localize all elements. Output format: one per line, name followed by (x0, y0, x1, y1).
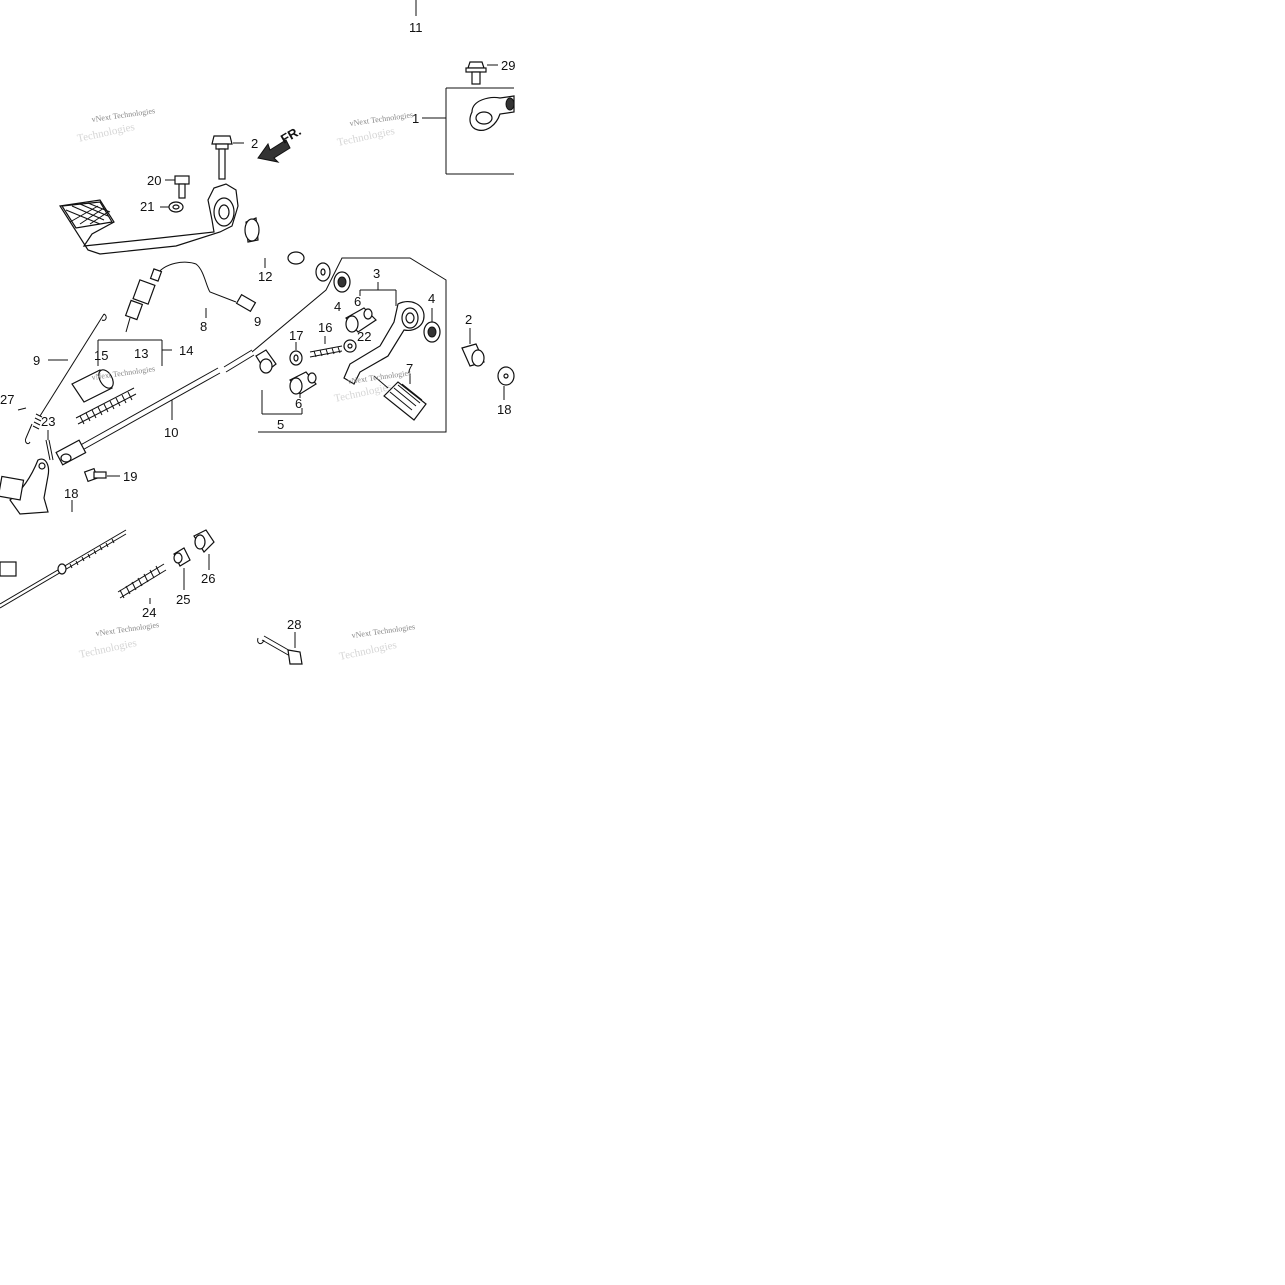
svg-text:Technologies: Technologies (76, 121, 136, 145)
callout-22: 22 (357, 329, 371, 344)
callout-25: 25 (176, 592, 190, 607)
nut-26 (193, 529, 215, 570)
watermark-6: vNext Technologies (351, 622, 416, 640)
bracket-box-14 (97, 339, 172, 366)
svg-text:Technologies: Technologies (336, 125, 396, 149)
callout-6-lower: 6 (295, 396, 302, 411)
callout-17: 17 (289, 328, 303, 343)
callout-24: 24 (142, 605, 156, 620)
callout-18-left: 18 (64, 486, 78, 501)
washer-left (315, 262, 331, 282)
rod-8 (124, 261, 257, 333)
cable-27 (0, 529, 127, 609)
watermark-2: vNext Technologies (349, 110, 414, 128)
joint-6-upper (345, 307, 377, 333)
callout-29: 29 (501, 58, 515, 73)
nut-22 (343, 339, 357, 353)
callout-1: 1 (412, 111, 419, 126)
rod-10 (17, 349, 255, 466)
callout-27: 27 (0, 392, 14, 407)
callout-28: 28 (287, 617, 301, 632)
bushing-4a (333, 271, 351, 293)
callout-23: 23 (41, 414, 55, 429)
callout-5: 5 (277, 417, 284, 432)
callout-4-left: 4 (334, 299, 341, 314)
watermark-5: vNext Technologies (95, 620, 160, 638)
callout-12: 12 (258, 269, 272, 284)
joint-6-lower (289, 371, 317, 398)
callout-7: 7 (406, 361, 413, 376)
callout-16: 16 (318, 320, 332, 335)
bushing-4b (423, 308, 441, 343)
bracket-box-1 (422, 87, 514, 175)
nut-17 (289, 342, 303, 366)
nut-21 (160, 201, 184, 213)
watermark-3: vNext Technologies (91, 364, 156, 382)
callout-3: 3 (373, 266, 380, 281)
callout-14: 14 (179, 343, 193, 358)
rod-end-5 (255, 349, 277, 374)
callout-labels: 11 29 1 2 20 21 12 3 4 4 6 2 22 16 17 8 … (0, 20, 515, 632)
callout-26: 26 (201, 571, 215, 586)
spring-13 (75, 387, 137, 425)
washer-18-right (497, 366, 515, 400)
part-fragment (287, 251, 305, 265)
callout-13: 13 (134, 346, 148, 361)
callout-11: 11 (409, 20, 423, 35)
callout-9-upper: 9 (254, 314, 261, 329)
collar-25 (173, 547, 191, 590)
bolt-20 (165, 175, 190, 199)
bolt-28 (257, 632, 303, 665)
callout-8: 8 (200, 319, 207, 334)
brake-arm-18 (0, 458, 73, 515)
arm-1 (469, 95, 515, 131)
callout-19: 19 (123, 469, 137, 484)
bolt-19 (83, 467, 120, 483)
callout-2-top: 2 (251, 136, 258, 151)
cotter-pin-23 (45, 430, 54, 461)
collar-2-right (461, 328, 485, 367)
bolt-29 (465, 61, 498, 85)
watermarks: vNext Technologies vNext Technologies vN… (91, 106, 416, 640)
callout-4-right: 4 (428, 291, 435, 306)
watermark-1: vNext Technologies (91, 106, 156, 124)
bracket-outline-group (251, 257, 447, 433)
bracket-3 (359, 282, 397, 306)
collar-15 (71, 369, 114, 403)
front-arrow: FR. (257, 123, 304, 163)
spring-9 (25, 313, 107, 445)
bolt-2-top (211, 135, 244, 180)
callout-6-upper: 6 (354, 294, 361, 309)
callout-2-right: 2 (465, 312, 472, 327)
shift-lever-3 (343, 301, 425, 385)
svg-text:Technologies: Technologies (338, 639, 398, 663)
callout-15: 15 (94, 348, 108, 363)
pedal-rubber-7 (373, 374, 427, 421)
callout-10: 10 (164, 425, 178, 440)
callout-18-right: 18 (497, 402, 511, 417)
callout-9: 9 (33, 353, 40, 368)
callout-20: 20 (147, 173, 161, 188)
bolt-16 (309, 336, 343, 358)
collar-12 (244, 217, 266, 268)
svg-text:Technologies: Technologies (78, 637, 138, 661)
brake-pedal (58, 183, 239, 255)
spring-24 (117, 563, 167, 604)
callout-21: 21 (140, 199, 154, 214)
